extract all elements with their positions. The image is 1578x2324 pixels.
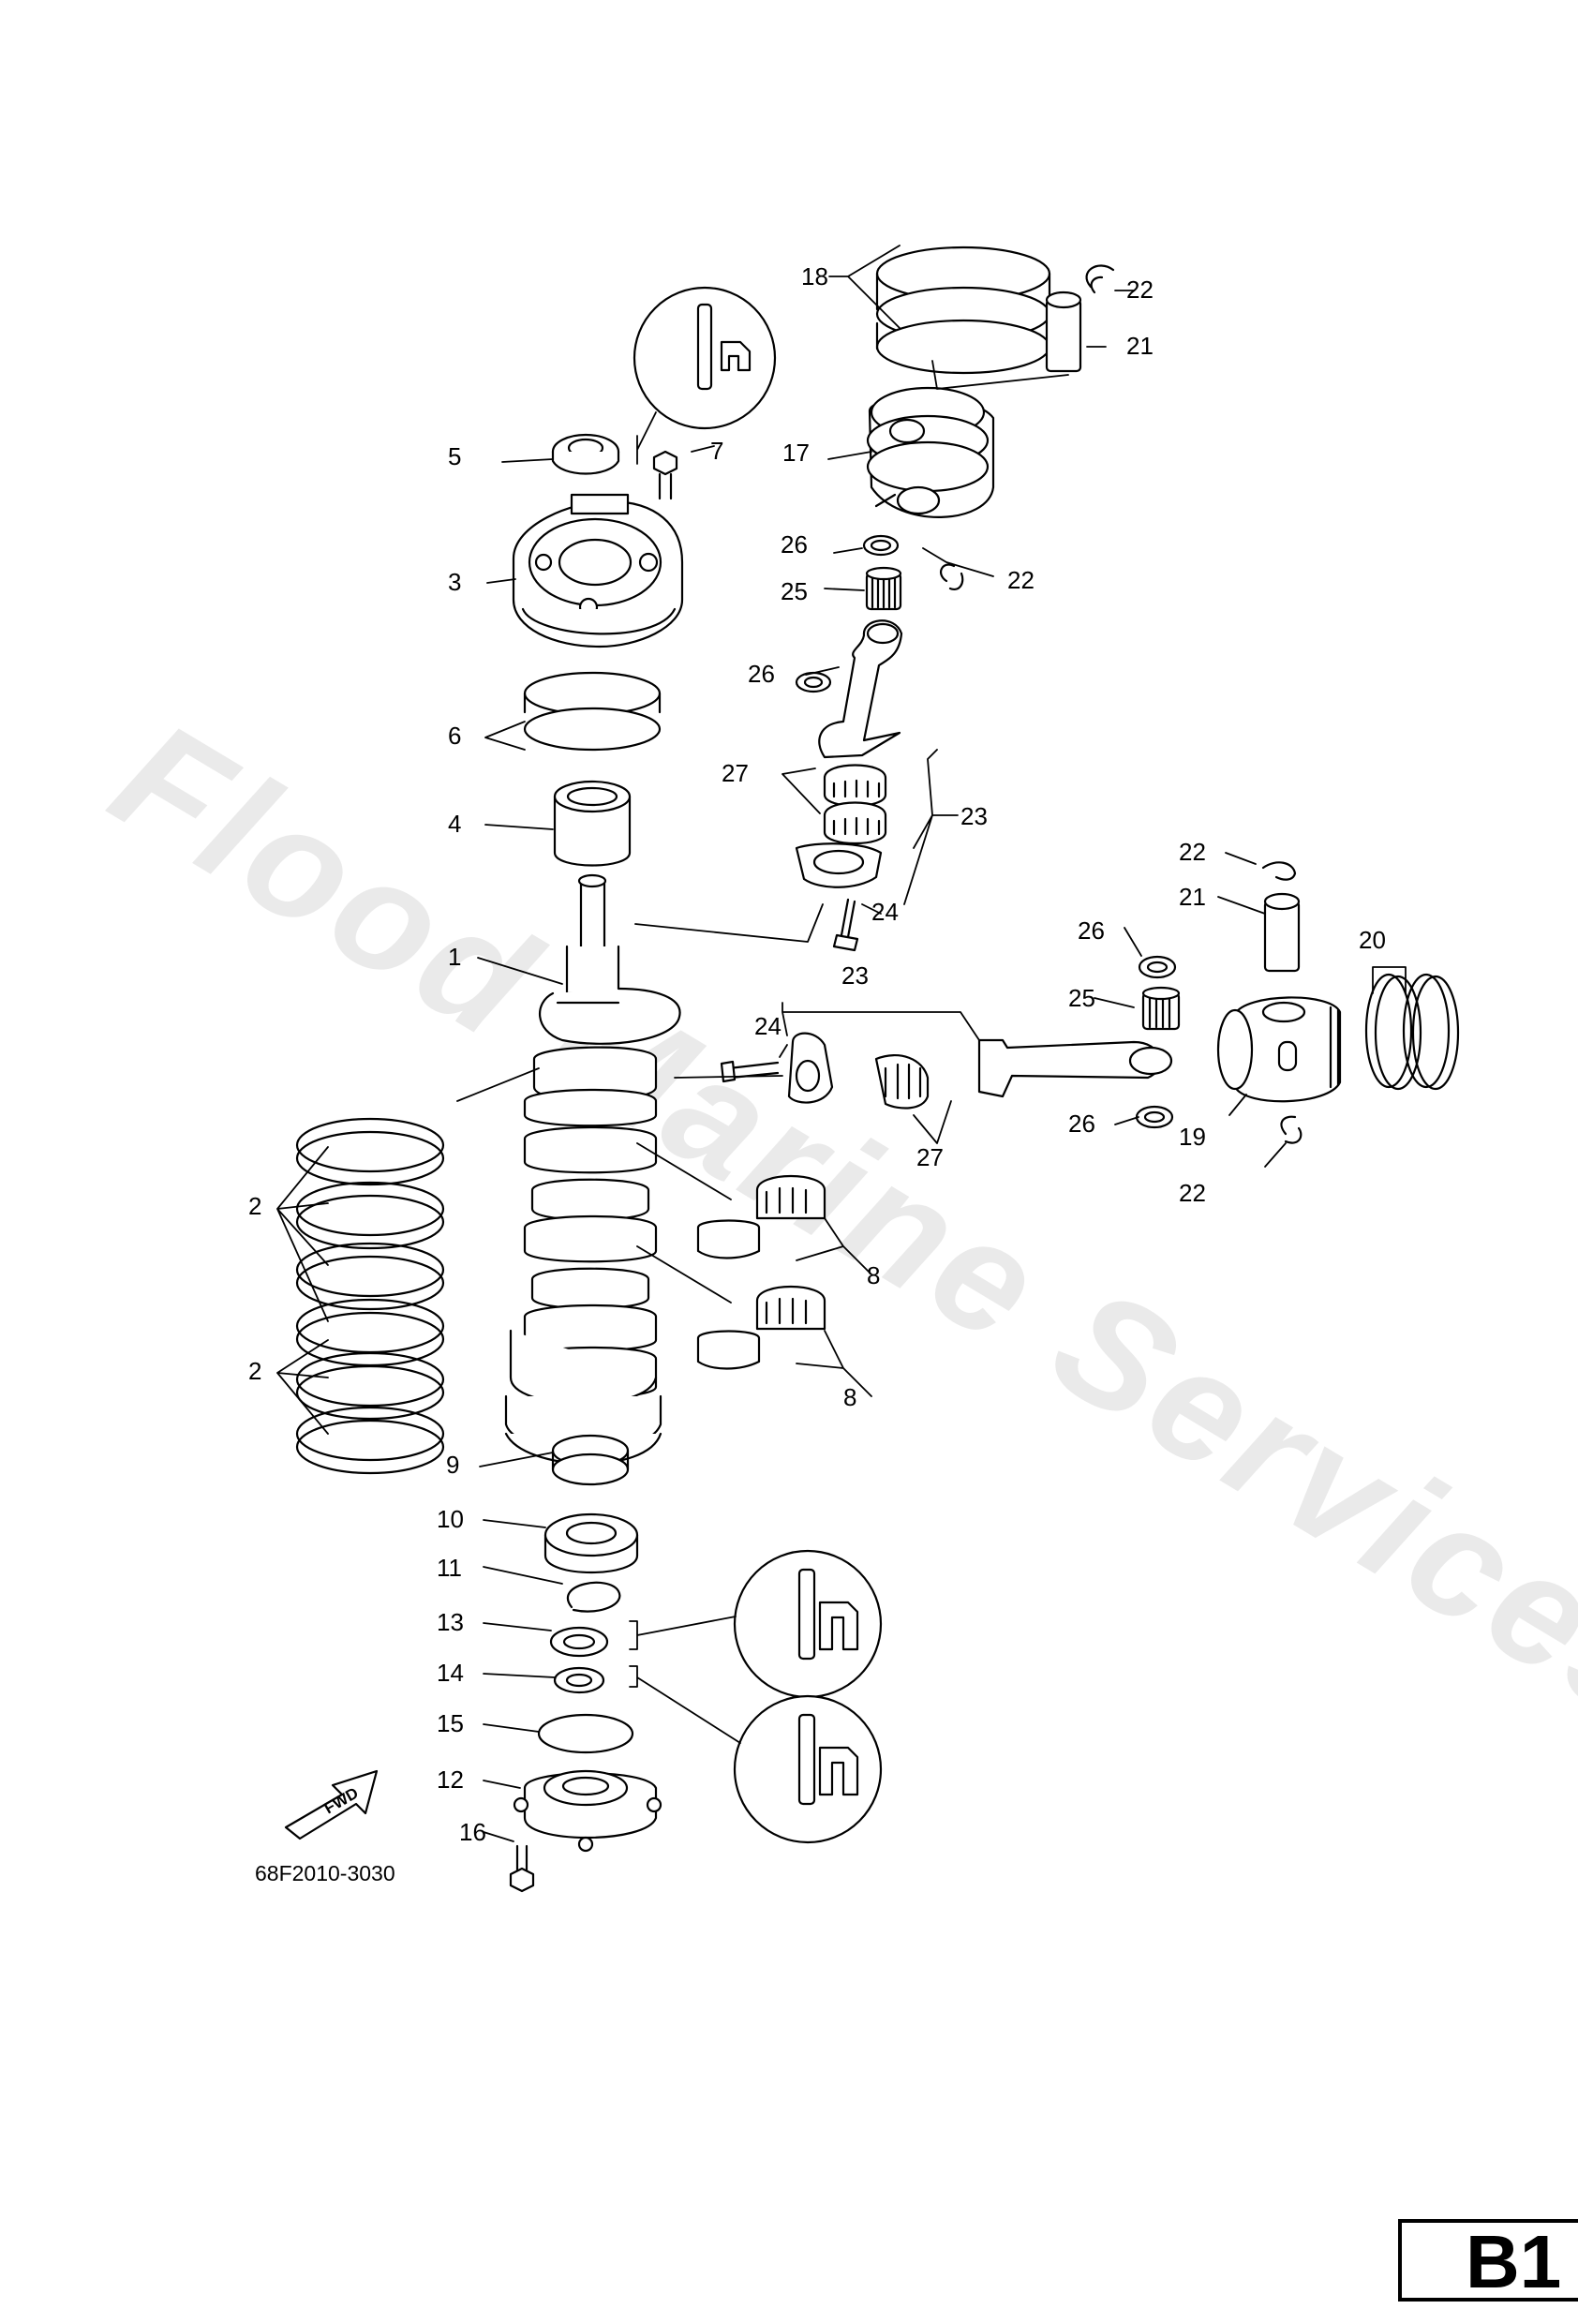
washer-upper xyxy=(862,534,900,557)
connecting-rod-upper xyxy=(818,619,903,759)
detail-circle-top xyxy=(633,286,777,430)
piston-rings-upper xyxy=(875,246,1051,375)
bearing-housing-top xyxy=(512,493,684,648)
washer-right-a xyxy=(1138,955,1177,979)
roller-bearing-top xyxy=(553,780,632,867)
needle-bearing-upper xyxy=(865,566,902,611)
connecting-rod-right xyxy=(977,1038,1173,1098)
fwd-arrow xyxy=(284,1769,379,1840)
needle-bearing-right xyxy=(1141,986,1181,1031)
circlip-upper-b xyxy=(940,563,964,590)
circlip-right-a xyxy=(1261,861,1297,881)
page-badge-text: B1 xyxy=(1466,2220,1562,2303)
piston-right xyxy=(1216,996,1342,1103)
o-ring-lower xyxy=(537,1713,634,1754)
piston-pin-right xyxy=(1263,892,1301,973)
detail-circle-lower-b xyxy=(733,1694,883,1844)
circlip-upper-a xyxy=(1085,264,1115,294)
bearing-cage-upper xyxy=(823,764,887,845)
oil-seal-lower-a xyxy=(549,1626,609,1658)
snap-ring-lower xyxy=(567,1581,621,1613)
bolt-top xyxy=(652,450,678,500)
piston-pin-upper xyxy=(1045,290,1082,373)
oil-seal-top xyxy=(551,433,620,475)
rod-bolt-upper xyxy=(832,898,859,952)
piston-rings-left xyxy=(295,1117,445,1475)
diagram-code: 68F2010-3030 xyxy=(255,1861,395,1885)
circlip-right-b xyxy=(1280,1115,1303,1144)
piston-upper xyxy=(866,386,995,518)
crankshaft xyxy=(504,873,681,1465)
rod-cap-right xyxy=(787,1032,834,1104)
seal-lower xyxy=(551,1434,630,1486)
bearing-cage-right xyxy=(874,1054,930,1110)
main-bearing-upper xyxy=(696,1175,826,1259)
piston-rings-right xyxy=(1364,973,1460,1091)
oil-seal-lower-b xyxy=(553,1666,605,1694)
detail-circle-lower-a xyxy=(733,1549,883,1699)
bolt-lower xyxy=(509,1844,535,1893)
rod-cap-upper xyxy=(795,842,883,888)
rod-bolt-right xyxy=(720,1060,780,1083)
bearing-housing-lower xyxy=(513,1769,662,1853)
washer-right-b xyxy=(1135,1105,1174,1129)
ball-bearing-lower xyxy=(543,1512,639,1573)
page-badge: B1 xyxy=(1398,2219,1578,2302)
washer-upper-2 xyxy=(795,671,832,693)
main-bearing-lower xyxy=(696,1286,826,1370)
seal-rings xyxy=(523,671,662,752)
